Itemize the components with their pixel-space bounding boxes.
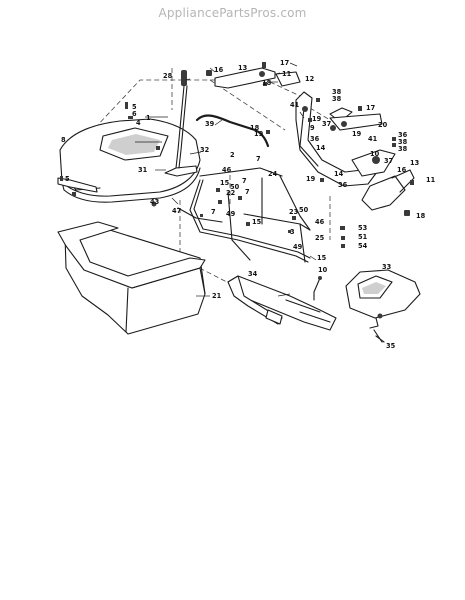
callout-24: 24 bbox=[268, 170, 278, 178]
callout-15: 15 bbox=[252, 218, 262, 226]
callout-16: 16 bbox=[214, 66, 224, 74]
callout-49: 49 bbox=[226, 210, 236, 218]
callout-20: 20 bbox=[378, 121, 388, 129]
callout-32: 32 bbox=[200, 146, 210, 154]
callout-37: 37 bbox=[384, 157, 394, 165]
callout-12: 12 bbox=[305, 75, 315, 83]
callout-38: 38 bbox=[332, 95, 342, 103]
lift-lever bbox=[175, 70, 188, 169]
catcher-lid bbox=[57, 118, 201, 203]
callout-14: 14 bbox=[334, 170, 344, 178]
callout-46: 46 bbox=[315, 218, 325, 226]
callout-22: 22 bbox=[226, 189, 236, 197]
callout-46: 46 bbox=[222, 166, 232, 174]
callout-16: 16 bbox=[397, 166, 407, 174]
callout-10: 10 bbox=[370, 150, 380, 158]
callout-21: 21 bbox=[212, 292, 222, 300]
callout-41: 41 bbox=[368, 135, 378, 143]
callout-3: 3 bbox=[290, 228, 295, 236]
callout-53: 53 bbox=[358, 224, 368, 232]
callout-25: 25 bbox=[315, 234, 325, 242]
callout-19: 19 bbox=[254, 130, 264, 138]
callout-50: 50 bbox=[299, 206, 309, 214]
callout-18: 18 bbox=[262, 79, 272, 87]
callout-18: 18 bbox=[416, 212, 426, 220]
callout-37: 37 bbox=[322, 120, 332, 128]
callout-13: 13 bbox=[238, 64, 248, 72]
callout-15: 15 bbox=[220, 179, 230, 187]
callout-41: 41 bbox=[290, 101, 300, 109]
callout-18: 18 bbox=[250, 124, 260, 132]
callout-19: 19 bbox=[352, 130, 362, 138]
callout-7: 7 bbox=[245, 188, 250, 196]
callout-28: 28 bbox=[163, 72, 173, 80]
callout-17: 17 bbox=[366, 104, 376, 112]
top-bracket bbox=[214, 67, 301, 89]
callout-7: 7 bbox=[211, 208, 216, 216]
callout-leaders bbox=[135, 62, 317, 297]
callout-36: 36 bbox=[310, 135, 320, 143]
callout-11: 11 bbox=[282, 70, 292, 78]
callout-2: 2 bbox=[230, 151, 235, 159]
callout-31: 31 bbox=[138, 166, 148, 174]
frame-rods bbox=[177, 167, 311, 263]
callout-23: 23 bbox=[289, 208, 299, 216]
callout-34: 34 bbox=[248, 270, 258, 278]
handle-frame bbox=[295, 91, 415, 211]
callout-5: 5 bbox=[65, 175, 70, 183]
callout-36: 36 bbox=[398, 131, 408, 139]
callout-33: 33 bbox=[382, 263, 392, 271]
discharge-chute bbox=[227, 275, 337, 331]
callout-51: 51 bbox=[358, 233, 368, 241]
callout-15: 15 bbox=[317, 254, 327, 262]
grass-bag bbox=[57, 221, 206, 335]
latch-rod bbox=[195, 114, 270, 148]
callout-11: 11 bbox=[426, 176, 436, 184]
pins bbox=[313, 276, 383, 343]
callout-7: 7 bbox=[256, 155, 261, 163]
callout-6: 6 bbox=[132, 110, 137, 118]
callout-36: 36 bbox=[338, 181, 348, 189]
chute-adapter bbox=[345, 269, 421, 343]
callout-4: 4 bbox=[136, 119, 141, 127]
callout-38: 38 bbox=[398, 145, 408, 153]
callout-8: 8 bbox=[61, 136, 66, 144]
callout-54: 54 bbox=[358, 242, 368, 250]
callout-14: 14 bbox=[316, 144, 326, 152]
callout-19: 19 bbox=[312, 115, 322, 123]
callout-50: 50 bbox=[230, 183, 240, 191]
callout-17: 17 bbox=[280, 59, 290, 67]
callout-43: 43 bbox=[150, 198, 160, 206]
callout-labels: 17 13 16 11 12 18 28 41 38 38 17 5 6 4 1… bbox=[61, 59, 436, 350]
callout-19: 19 bbox=[306, 175, 316, 183]
callout-47: 47 bbox=[172, 207, 182, 215]
callout-35: 35 bbox=[386, 342, 396, 350]
callout-39: 39 bbox=[205, 120, 215, 128]
callout-13: 13 bbox=[410, 159, 420, 167]
callout-1: 1 bbox=[146, 114, 151, 122]
callout-9: 9 bbox=[310, 124, 315, 132]
callout-49: 49 bbox=[293, 243, 303, 251]
callout-5: 5 bbox=[132, 103, 137, 111]
callout-38: 38 bbox=[332, 88, 342, 96]
callout-7: 7 bbox=[242, 177, 247, 185]
callout-38: 38 bbox=[398, 138, 408, 146]
callout-10: 10 bbox=[318, 266, 328, 274]
hardware-fasteners bbox=[60, 62, 414, 248]
watermark-text: AppliancePartsPros.com bbox=[158, 6, 307, 20]
